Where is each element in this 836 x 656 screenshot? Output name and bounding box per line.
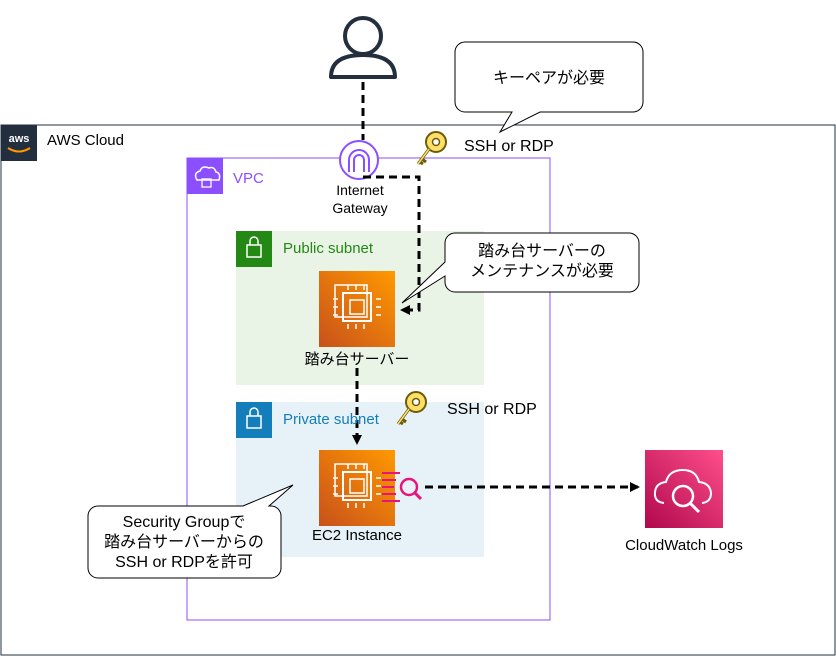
aws-cloud-label: AWS Cloud (47, 132, 124, 149)
callout-keypair-text: キーペアが必要 (492, 70, 605, 87)
callout-sg-bubble (87, 484, 294, 579)
callout-bastion-line2: メンテナンスが必要 (470, 263, 614, 280)
igw-label-line2: Gateway (332, 200, 388, 216)
igw-label-line1: Internet (336, 182, 384, 198)
callout-sg-text: Security Groupで 踏み台サーバーからの SSH or RDPを許可 (88, 513, 280, 573)
callout-sg-line3: SSH or RDPを許可 (115, 554, 253, 571)
cloudwatch-logs-icon (645, 450, 723, 528)
vpc-label: VPC (233, 170, 264, 187)
user-icon (329, 16, 397, 79)
key-icon-private (396, 391, 427, 426)
private-subnet-label: Private subnet (283, 411, 379, 428)
aws-logo-text: aws (9, 133, 30, 145)
callout-bastion-bubble (401, 232, 640, 304)
internet-gateway-icon (339, 140, 379, 180)
vpc-icon (187, 158, 223, 194)
callout-keypair-bubble (454, 41, 644, 134)
callout-sg-line2: 踏み台サーバーからの (104, 534, 264, 551)
internet-gateway-label: Internet Gateway (310, 181, 410, 217)
key-icon-top (416, 131, 447, 166)
bastion-ec2-icon (319, 271, 395, 347)
callout-bastion-line1: 踏み台サーバーの (478, 243, 606, 260)
key-label-top: SSH or RDP (464, 138, 554, 155)
public-subnet-label: Public subnet (283, 240, 374, 257)
cloudwatch-logs-label: CloudWatch Logs (625, 537, 743, 554)
callout-sg-line1: Security Groupで (122, 514, 246, 531)
bastion-label: 踏み台サーバー (304, 351, 410, 368)
igw-to-bastion-arrow (363, 175, 421, 315)
ec2-label: EC2 Instance (311, 527, 403, 544)
aws-logo-icon (1, 125, 37, 161)
callout-bastion-text: 踏み台サーバーの メンテナンスが必要 (446, 242, 638, 282)
key-label-private: SSH or RDP (447, 401, 537, 418)
cloudwatch-agent-icon (382, 472, 423, 502)
aws-cloud-group (0, 124, 836, 656)
